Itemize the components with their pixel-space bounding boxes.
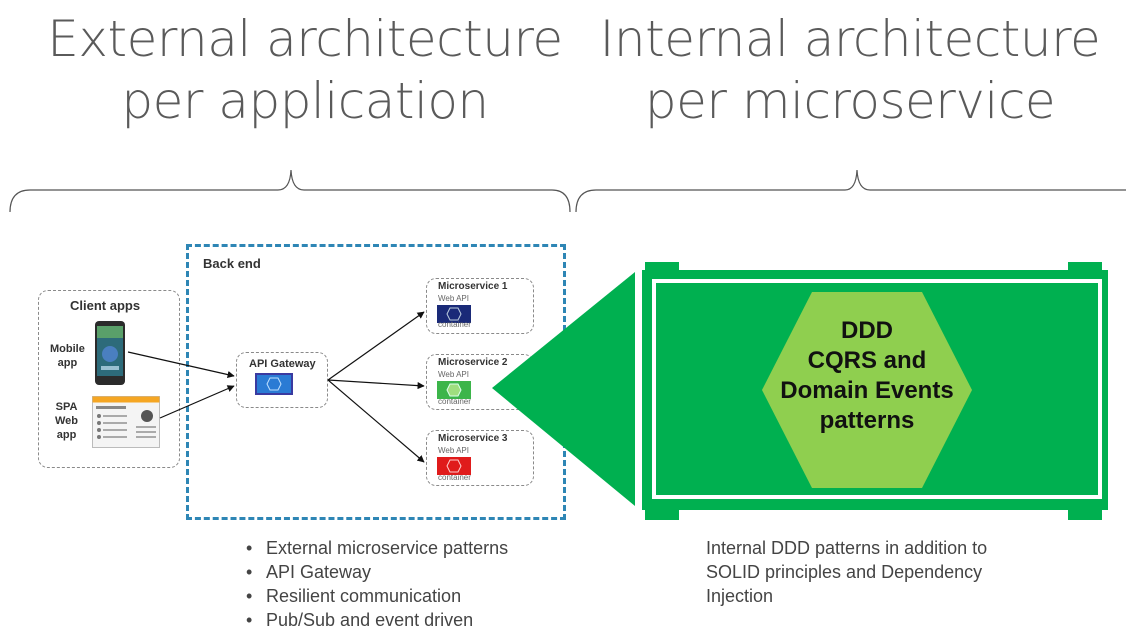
microservice-1-container: container xyxy=(438,320,471,329)
client-apps-box xyxy=(38,290,180,468)
mobile-phone-icon xyxy=(95,321,125,385)
spa-label-3: app xyxy=(56,429,77,441)
microservice-1-icon xyxy=(437,305,471,323)
client-apps-label: Client apps xyxy=(70,298,141,313)
microservice-3-box xyxy=(426,430,534,486)
microservice-1-api: Web API xyxy=(438,294,469,303)
corner-tab-bl xyxy=(645,500,679,520)
microservice-3-name: Microservice 3 xyxy=(438,433,508,444)
microservice-2-icon xyxy=(437,381,471,399)
mobile-app-label: Mobile app xyxy=(50,342,85,370)
zoom-inner-border xyxy=(652,279,1102,499)
spa-label-2: Web xyxy=(55,415,79,427)
external-bullet: Pub/Sub and event driven xyxy=(246,608,508,632)
microservice-2-api: Web API xyxy=(438,370,469,379)
ddd-hexagon xyxy=(762,292,972,488)
mobile-label-1: Mobile xyxy=(50,343,85,355)
corner-tab-br xyxy=(1068,500,1102,520)
corner-tab-tl xyxy=(645,262,679,282)
hex-line-3: Domain Events xyxy=(780,377,954,404)
hex-line-2: CQRS and xyxy=(807,347,927,374)
ddd-hexagon-text: DDD CQRS and Domain Events patterns xyxy=(762,316,972,436)
arrow-gateway-to-ms2 xyxy=(327,379,425,390)
internal-title-line2: per microservice xyxy=(644,72,1056,130)
backend-label: Back end xyxy=(203,256,261,271)
internal-architecture-title: Internal architecture per microservice xyxy=(590,8,1110,132)
braces xyxy=(9,169,1126,213)
external-title-line1: External architecture xyxy=(47,10,563,68)
api-gateway-label: API Gateway xyxy=(249,358,316,370)
spa-label-1: SPA xyxy=(55,401,78,413)
api-gateway-icon xyxy=(255,373,293,395)
microservice-1-box xyxy=(426,278,534,334)
microservice-3-icon xyxy=(437,457,471,475)
arrow-gateway-to-ms3 xyxy=(327,379,425,463)
external-title-line2: per application xyxy=(121,72,489,130)
external-architecture-title: External architecture per application xyxy=(40,8,570,132)
arrow-spa-to-gateway xyxy=(159,385,235,419)
spa-app-label: SPA Web app xyxy=(55,400,78,442)
zoom-pointer-triangle xyxy=(492,272,635,506)
external-bullet: Resilient communication xyxy=(246,584,508,608)
external-bullets: External microservice patterns API Gatew… xyxy=(246,536,508,632)
api-gateway-box xyxy=(236,352,328,408)
microservice-2-name: Microservice 2 xyxy=(438,357,508,368)
internal-note: Internal DDD patterns in addition to SOL… xyxy=(706,538,988,606)
microservice-1-name: Microservice 1 xyxy=(438,281,508,292)
external-brace xyxy=(9,169,571,213)
external-bullet: External microservice patterns xyxy=(246,536,508,560)
microservice-3-container: container xyxy=(438,473,471,482)
hex-line-1: DDD xyxy=(841,317,893,344)
browser-window-icon xyxy=(92,396,160,448)
arrow-gateway-to-ms1 xyxy=(327,311,425,381)
mobile-label-2: app xyxy=(57,357,78,369)
internal-title-line1: Internal architecture xyxy=(599,10,1101,68)
microservice-2-container: container xyxy=(438,397,471,406)
arrow-mobile-to-gateway xyxy=(127,351,235,379)
microservice-3-api: Web API xyxy=(438,446,469,455)
external-bullet: API Gateway xyxy=(246,560,508,584)
corner-tab-tr xyxy=(1068,262,1102,282)
internal-brace xyxy=(575,169,1126,213)
hex-line-4: patterns xyxy=(819,407,915,434)
